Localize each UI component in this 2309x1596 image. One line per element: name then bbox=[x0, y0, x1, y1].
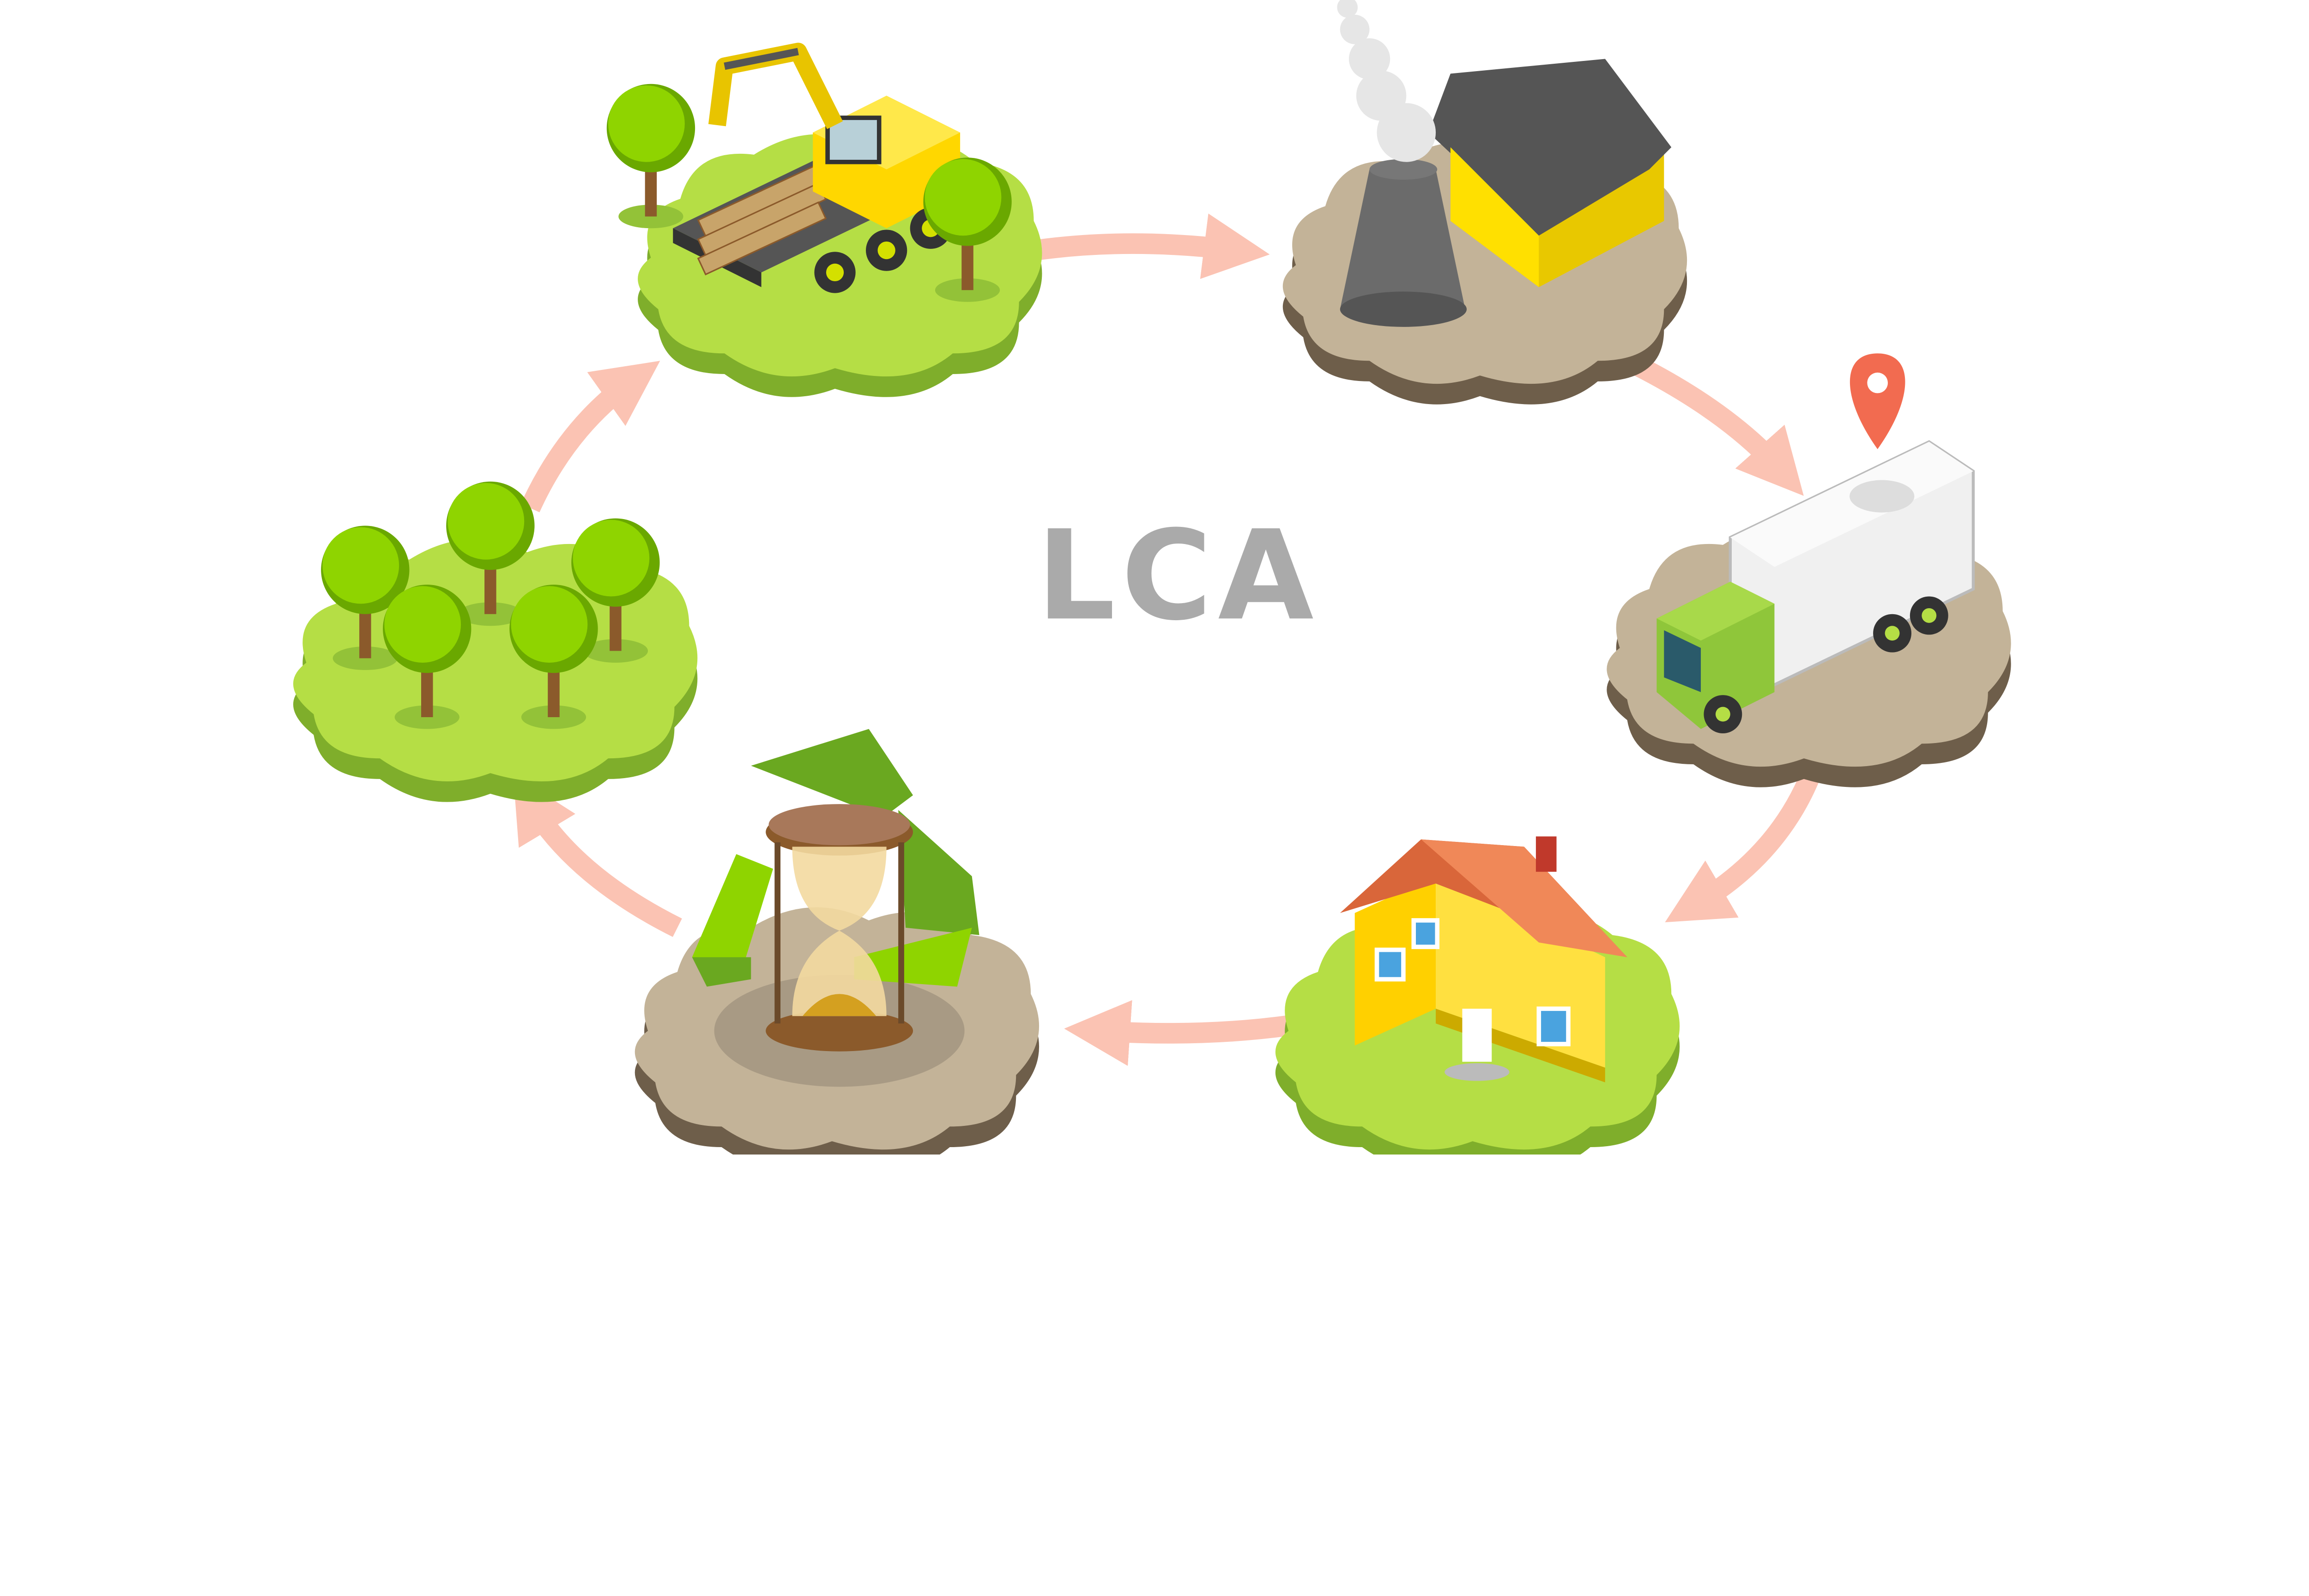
factory-icon bbox=[1337, 0, 1672, 327]
location-pin-icon bbox=[1850, 353, 1905, 449]
diagram-title: LCA bbox=[1037, 504, 1320, 648]
arrow-recycle-to-forest bbox=[513, 774, 682, 937]
excavator-logs-icon bbox=[673, 42, 961, 293]
arrow-forest-to-extraction bbox=[520, 361, 660, 513]
recycle-icon bbox=[692, 729, 979, 987]
stage-transportation bbox=[1607, 353, 2011, 787]
lca-diagram: LCA bbox=[293, 0, 2011, 1155]
stage-end-of-life-recycling bbox=[635, 729, 1040, 1155]
arrow-house-to-recycle bbox=[1064, 1000, 1305, 1066]
stage-use bbox=[1275, 836, 1680, 1155]
stage-regrowth bbox=[293, 481, 698, 802]
house-icon bbox=[1340, 836, 1627, 1082]
arrow-truck-to-house bbox=[1665, 762, 1824, 923]
stage-raw-material-extraction bbox=[606, 42, 1042, 397]
truck-location-icon bbox=[1656, 353, 1975, 734]
hourglass-recycle-icon bbox=[692, 729, 979, 1052]
arrow-extraction-to-factory bbox=[1014, 213, 1270, 279]
smoke-icon bbox=[1337, 0, 1436, 162]
stage-manufacturing bbox=[1282, 0, 1687, 405]
